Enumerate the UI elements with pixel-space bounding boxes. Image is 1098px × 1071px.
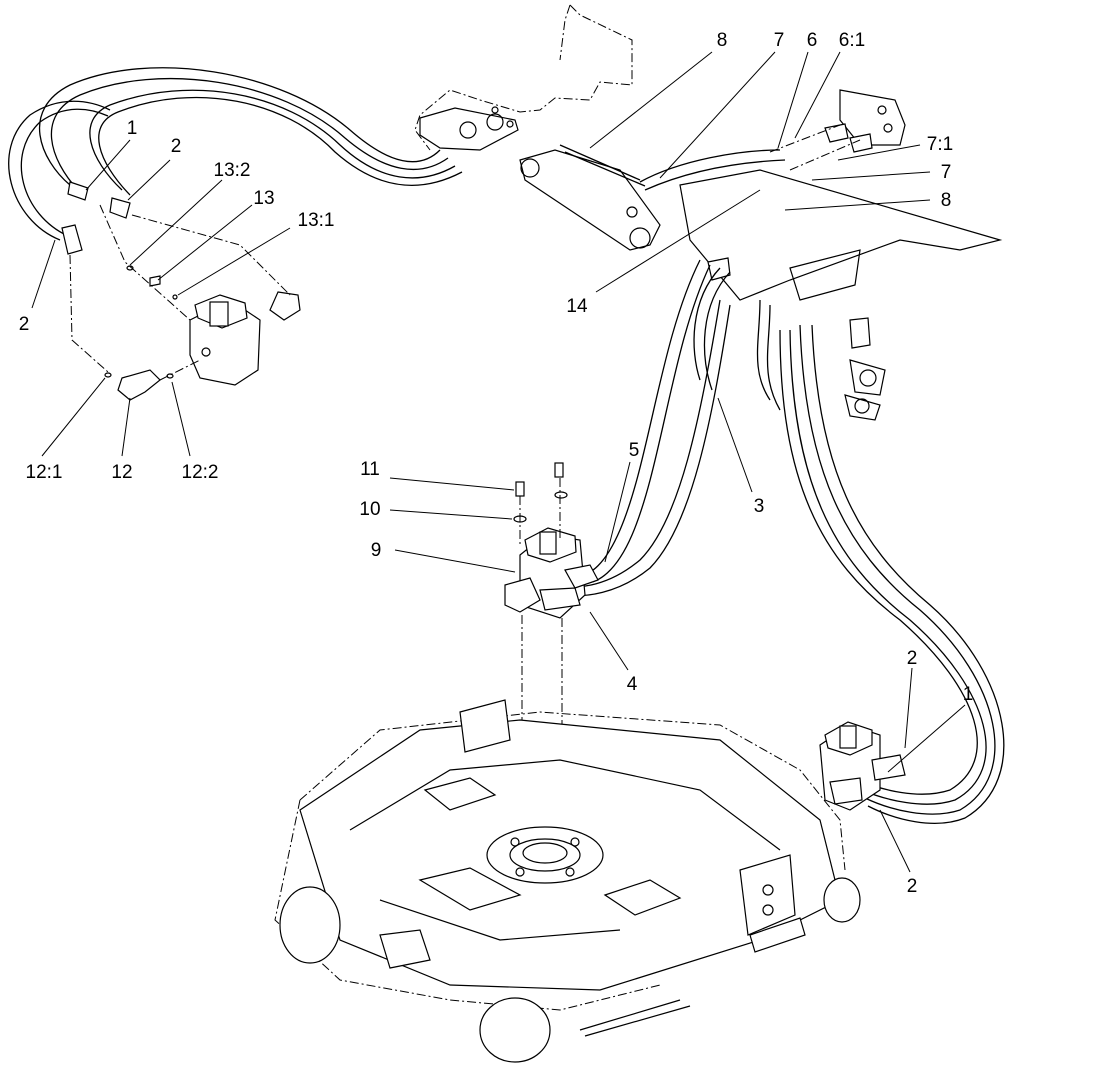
callout-2-left-upper: 2 bbox=[171, 136, 182, 157]
callout-6-1: 6:1 bbox=[839, 30, 865, 51]
callout-5: 5 bbox=[629, 440, 640, 461]
upper-right-assembly bbox=[519, 89, 1003, 421]
callout-12-1: 12:1 bbox=[26, 462, 63, 483]
callout-8-top: 8 bbox=[717, 30, 728, 51]
callout-14: 14 bbox=[566, 296, 588, 317]
upper-mount-bracket bbox=[414, 4, 633, 151]
callout-7-right: 7 bbox=[941, 162, 952, 183]
callout-13-2: 13:2 bbox=[214, 160, 251, 181]
mower-deck bbox=[274, 699, 861, 1063]
callout-7-top: 7 bbox=[774, 30, 785, 51]
callout-1-right: 1 bbox=[963, 684, 974, 705]
callout-8-right: 8 bbox=[941, 190, 952, 211]
callout-13: 13 bbox=[253, 188, 274, 209]
left-motor-detail bbox=[61, 181, 301, 401]
callout-3: 3 bbox=[754, 496, 765, 517]
right-side-hoses bbox=[559, 259, 1005, 824]
callout-7-1: 7:1 bbox=[927, 134, 953, 155]
right-motor bbox=[819, 721, 906, 811]
callout-11: 11 bbox=[360, 459, 380, 480]
callout-12-2: 12:2 bbox=[182, 462, 219, 483]
callout-2-right-upper: 2 bbox=[907, 648, 918, 669]
center-motor bbox=[504, 462, 599, 840]
callout-1-left: 1 bbox=[127, 118, 138, 139]
callout-2-right-lower: 2 bbox=[907, 876, 918, 897]
callout-9: 9 bbox=[371, 540, 382, 561]
callout-10: 10 bbox=[359, 499, 380, 520]
leader-lines bbox=[31, 51, 966, 873]
callout-2-left-lower: 2 bbox=[19, 314, 30, 335]
callout-labels: 1 2 13:2 13 13:1 2 12:1 12 12:2 8 7 6 6:… bbox=[19, 30, 974, 897]
callout-13-1: 13:1 bbox=[298, 210, 335, 231]
callout-6: 6 bbox=[807, 30, 818, 51]
upper-hose-bundle bbox=[8, 67, 463, 241]
callout-12: 12 bbox=[111, 462, 132, 483]
callout-4: 4 bbox=[627, 674, 638, 695]
